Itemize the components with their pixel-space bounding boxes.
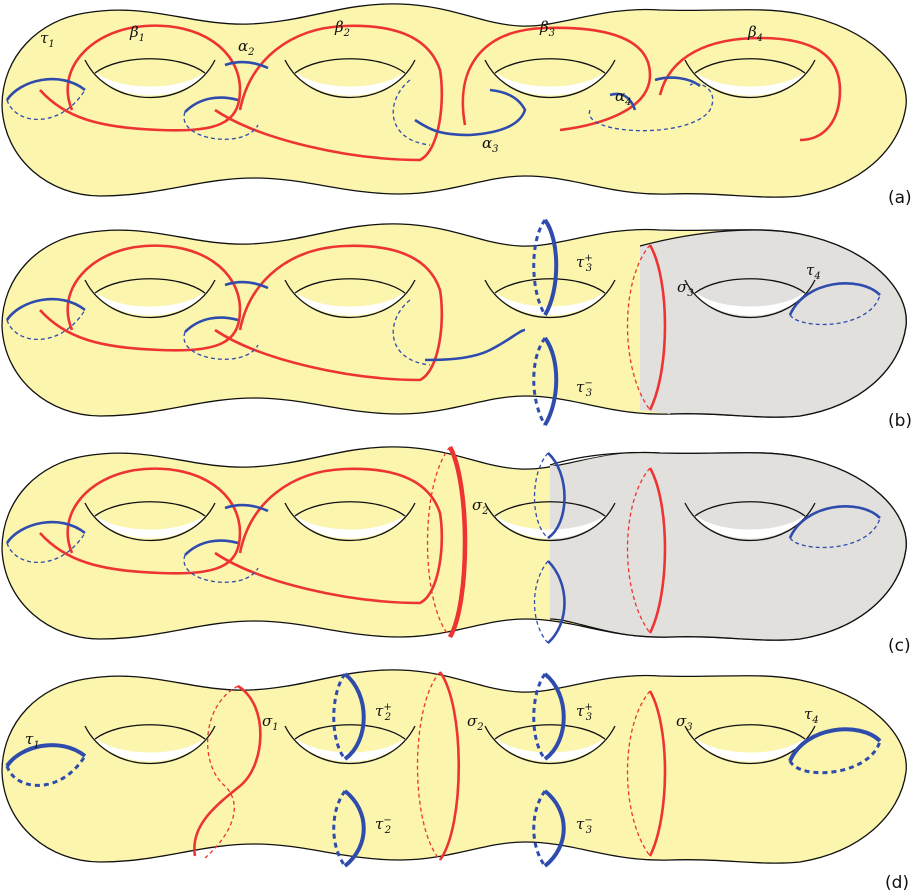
shaded-region-c: [550, 453, 906, 641]
panel-label-d: (d): [885, 873, 909, 893]
panel-a: τ1 β1 α2 β2 β3 α3 α4 β4 (a): [2, 4, 912, 208]
beta3-label: β3: [539, 18, 555, 39]
panel-label-a: (a): [888, 188, 912, 208]
panel-c: σ2 (c): [2, 447, 911, 656]
panel-label-c: (c): [888, 636, 911, 656]
panel-label-b: (b): [888, 411, 912, 431]
panel-b: τ+3 τ−3 σ3 τ4 (b): [2, 220, 912, 431]
surface-d: [2, 670, 906, 863]
panel-d: τ1 σ1 τ+2 τ−2 σ2 τ+3 τ−3 σ3 τ4 (d): [2, 670, 909, 893]
